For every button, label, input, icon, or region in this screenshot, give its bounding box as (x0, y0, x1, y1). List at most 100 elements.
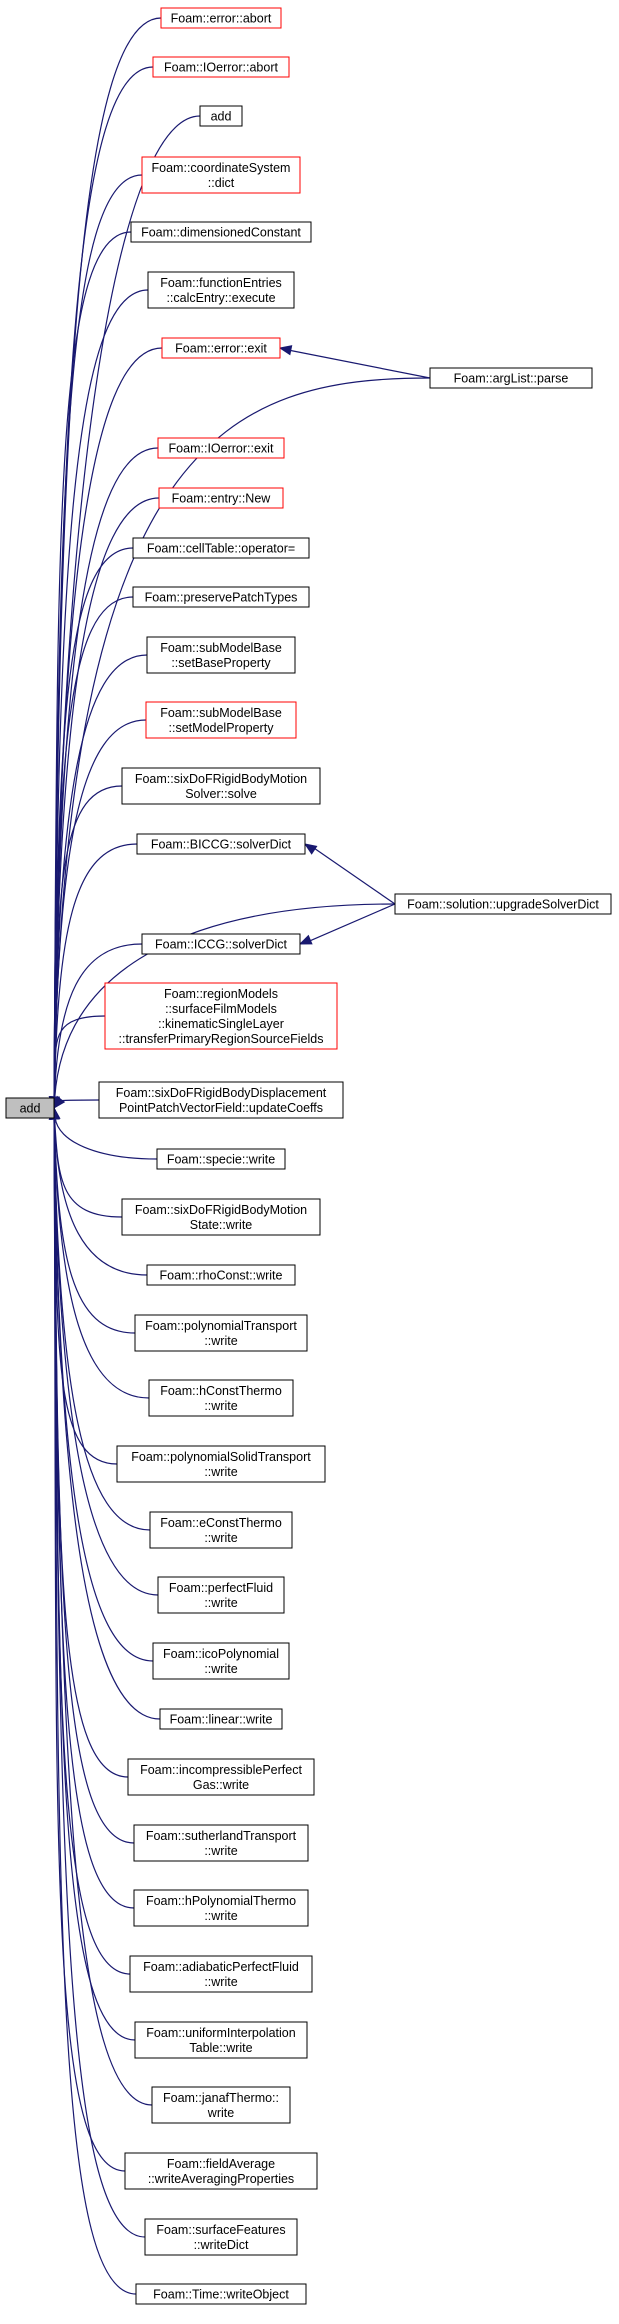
graph-node[interactable]: Foam::error::exit (161, 337, 281, 359)
graph-node[interactable]: Foam::error::abort (160, 7, 282, 29)
graph-node[interactable]: add (199, 105, 243, 127)
node-label: ::write (204, 1531, 237, 1545)
node-label: Foam::dimensionedConstant (141, 226, 301, 240)
node-label: Foam::adiabaticPerfectFluid (143, 1960, 299, 1974)
graph-node[interactable]: Foam::cellTable::operator= (132, 537, 310, 559)
node-label: Foam::sixDoFRigidBodyMotion (135, 772, 307, 786)
node-box (136, 833, 306, 855)
graph-node[interactable]: Foam::hPolynomialThermo::write (133, 1889, 309, 1927)
graph-node[interactable]: Foam::subModelBase::setBaseProperty (146, 636, 296, 674)
node-box (135, 2283, 307, 2305)
node-label: Foam::IOerror::abort (164, 61, 278, 75)
node-box (133, 1889, 309, 1927)
node-box (149, 1511, 293, 1549)
graph-node-root[interactable]: add (5, 1097, 55, 1119)
node-label: Foam::perfectFluid (169, 1581, 273, 1595)
graph-edges (48, 17, 431, 2295)
node-label: Foam::argList::parse (454, 372, 569, 386)
graph-node[interactable]: Foam::BICCG::solverDict (136, 833, 306, 855)
graph-node[interactable]: Foam::preservePatchTypes (132, 586, 310, 608)
graph-node[interactable]: Foam::linear::write (159, 1708, 283, 1730)
node-label: Foam::incompressiblePerfect (140, 1763, 302, 1777)
node-box (161, 337, 281, 359)
node-label: Foam::solution::upgradeSolverDict (407, 898, 599, 912)
node-box (116, 1445, 326, 1483)
graph-node[interactable]: Foam::rhoConst::write (146, 1264, 296, 1286)
node-label: Foam::cellTable::operator= (147, 542, 295, 556)
node-box (147, 271, 295, 309)
node-box (132, 586, 310, 608)
graph-node[interactable]: Foam::coordinateSystem::dict (141, 156, 301, 194)
graph-node[interactable]: Foam::solution::upgradeSolverDict (394, 893, 612, 915)
graph-node[interactable]: Foam::functionEntries::calcEntry::execut… (147, 271, 295, 309)
node-label: Foam::polynomialTransport (145, 1319, 297, 1333)
node-box (124, 2152, 318, 2190)
node-box (132, 537, 310, 559)
node-label: ::surfaceFilmModels (165, 1002, 277, 1016)
graph-node[interactable]: Foam::polynomialTransport::write (134, 1314, 308, 1352)
node-label: ::write (204, 1334, 237, 1348)
node-box (151, 2086, 291, 2124)
node-label: Foam::Time::writeObject (153, 2288, 289, 2302)
call-edge (53, 1117, 146, 2238)
node-label: ::write (204, 1662, 237, 1676)
node-label: Foam::subModelBase (160, 706, 282, 720)
node-label: ::dict (208, 176, 235, 190)
node-box (121, 767, 321, 805)
node-label: Foam::subModelBase (160, 641, 282, 655)
node-label: ::write (204, 1596, 237, 1610)
arrow-head (278, 345, 293, 356)
graph-node[interactable]: Foam::fieldAverage::writeAveragingProper… (124, 2152, 318, 2190)
graph-node[interactable]: Foam::sixDoFRigidBodyDisplacementPointPa… (98, 1081, 344, 1119)
arrow-head (303, 843, 318, 855)
graph-node[interactable]: Foam::IOerror::abort (152, 56, 290, 78)
graph-node[interactable]: Foam::subModelBase::setModelProperty (145, 701, 297, 739)
graph-node[interactable]: Foam::specie::write (156, 1148, 286, 1170)
graph-node[interactable]: Foam::regionModels::surfaceFilmModels::k… (104, 982, 338, 1050)
node-label: Foam::preservePatchTypes (145, 591, 298, 605)
graph-node[interactable]: Foam::IOerror::exit (157, 437, 285, 459)
node-label: ::setBaseProperty (171, 656, 271, 670)
call-edge (53, 785, 123, 1099)
graph-node[interactable]: Foam::polynomialSolidTransport::write (116, 1445, 326, 1483)
node-box (157, 1576, 285, 1614)
node-label: Foam::ICCG::solverDict (155, 938, 287, 952)
call-edge (53, 1117, 137, 2295)
call-edge (53, 1117, 150, 1399)
graph-node[interactable]: Foam::hConstThermo::write (148, 1379, 294, 1417)
graph-node[interactable]: Foam::surfaceFeatures::writeDict (144, 2218, 298, 2256)
graph-node[interactable]: Foam::adiabaticPerfectFluid::write (129, 1955, 313, 1993)
node-box (5, 1097, 55, 1119)
graph-node[interactable]: Foam::icoPolynomial::write (152, 1642, 290, 1680)
call-edge (54, 1015, 106, 1099)
node-label: add (211, 110, 232, 124)
graph-node[interactable]: Foam::Time::writeObject (135, 2283, 307, 2305)
graph-node[interactable]: Foam::janafThermo::write (151, 2086, 291, 2124)
graph-node[interactable]: Foam::dimensionedConstant (130, 221, 312, 243)
graph-node[interactable]: Foam::entry::New (158, 487, 284, 509)
arrow-head (298, 934, 313, 945)
node-box (141, 156, 301, 194)
graph-node[interactable]: Foam::ICCG::solverDict (141, 933, 301, 955)
call-edge (54, 1117, 158, 1160)
call-edge (53, 596, 134, 1099)
node-box (134, 2021, 308, 2059)
graph-node[interactable]: Foam::argList::parse (429, 367, 593, 389)
graph-node[interactable]: Foam::sutherlandTransport::write (133, 1824, 309, 1862)
node-label: Foam::sutherlandTransport (146, 1829, 297, 1843)
node-label: ::kinematicSingleLayer (158, 1017, 284, 1031)
node-label: ::transferPrimaryRegionSourceFields (119, 1032, 324, 1046)
node-box (148, 1379, 294, 1417)
node-box (121, 1198, 321, 1236)
node-label: write (207, 2106, 234, 2120)
graph-node[interactable]: Foam::perfectFluid::write (157, 1576, 285, 1614)
node-box (152, 56, 290, 78)
graph-node[interactable]: Foam::eConstThermo::write (149, 1511, 293, 1549)
node-label: Foam::hPolynomialThermo (146, 1894, 296, 1908)
node-box (98, 1081, 344, 1119)
node-box (159, 1708, 283, 1730)
